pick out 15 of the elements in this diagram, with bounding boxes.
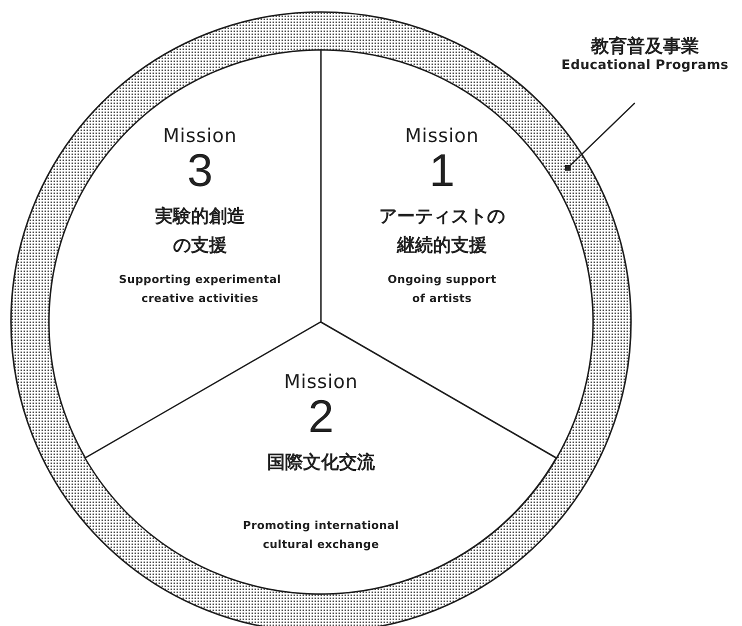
mission-number: 3 — [186, 147, 214, 193]
mission-heading: Mission — [162, 125, 238, 147]
mission-number: 2 — [307, 393, 335, 439]
mission-heading: Mission — [283, 371, 359, 393]
label-subtitle: Educational Programs — [560, 58, 730, 73]
label-title: 教育普及事業 — [590, 35, 700, 58]
mission-heading: Mission — [404, 125, 480, 147]
mission-number: 1 — [428, 147, 456, 193]
mission-title: 実験的創造の支援 — [154, 205, 246, 258]
mission-description: Promoting international cultural exchange — [242, 518, 400, 554]
mission-description: Ongoing support of artists — [386, 272, 498, 308]
mission-description: Supporting experimental creative activities — [118, 272, 282, 308]
mission-title: 国際文化交流 — [266, 451, 376, 475]
mission-title: アーティストの継続的支援 — [378, 205, 506, 258]
leader-line — [564, 102, 636, 171]
